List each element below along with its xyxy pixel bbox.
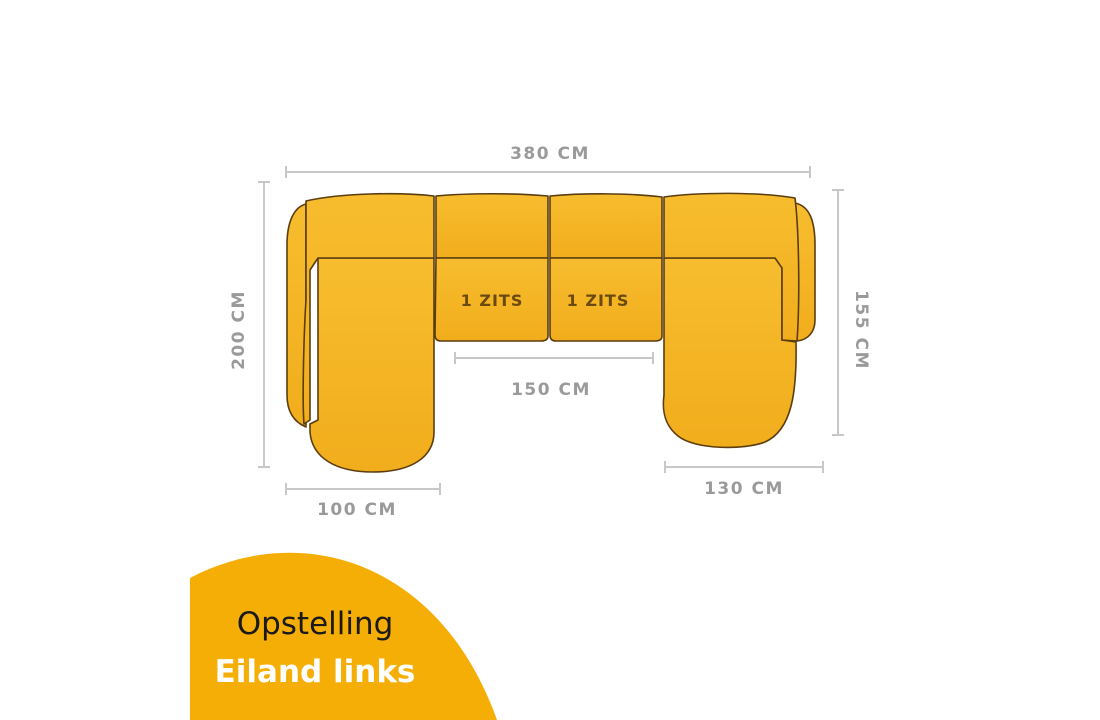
dim-top-label: 380 CM (510, 144, 590, 164)
middle-seat-left (434, 192, 549, 342)
left-chaise-backrest (302, 192, 435, 425)
left-chaise-seat (309, 257, 435, 473)
right-chaise-armrest (794, 202, 816, 342)
caption-line-1: Opstelling (237, 606, 394, 642)
right-chaise-backrest (663, 192, 800, 342)
left-chaise-armrest (286, 203, 307, 428)
seat-label-left: 1 ZITS (461, 291, 524, 310)
middle-seat-left-backrest (435, 192, 549, 259)
right-chaise-seat (662, 257, 797, 449)
caption-badge: Opstelling Eiland links (190, 552, 497, 720)
right-chaise (662, 192, 816, 449)
dim-bottom-right-label: 130 CM (704, 479, 784, 499)
middle-seat-right (549, 193, 663, 342)
caption-badge-shape (190, 552, 497, 720)
dim-bottom-left-label: 100 CM (317, 500, 397, 520)
middle-seat-right-cushion (549, 257, 663, 342)
dim-left-label: 200 CM (229, 290, 249, 370)
seat-label-right: 1 ZITS (567, 291, 630, 310)
left-chaise (286, 192, 435, 473)
dim-middle-label: 150 CM (511, 380, 591, 400)
middle-seat-left-cushion (434, 257, 549, 342)
dimension-lines (258, 166, 844, 495)
caption-line-2: Eiland links (215, 654, 416, 690)
sofa (286, 192, 816, 473)
dim-right-label: 155 CM (851, 290, 871, 370)
middle-seat-right-backrest (549, 193, 663, 259)
